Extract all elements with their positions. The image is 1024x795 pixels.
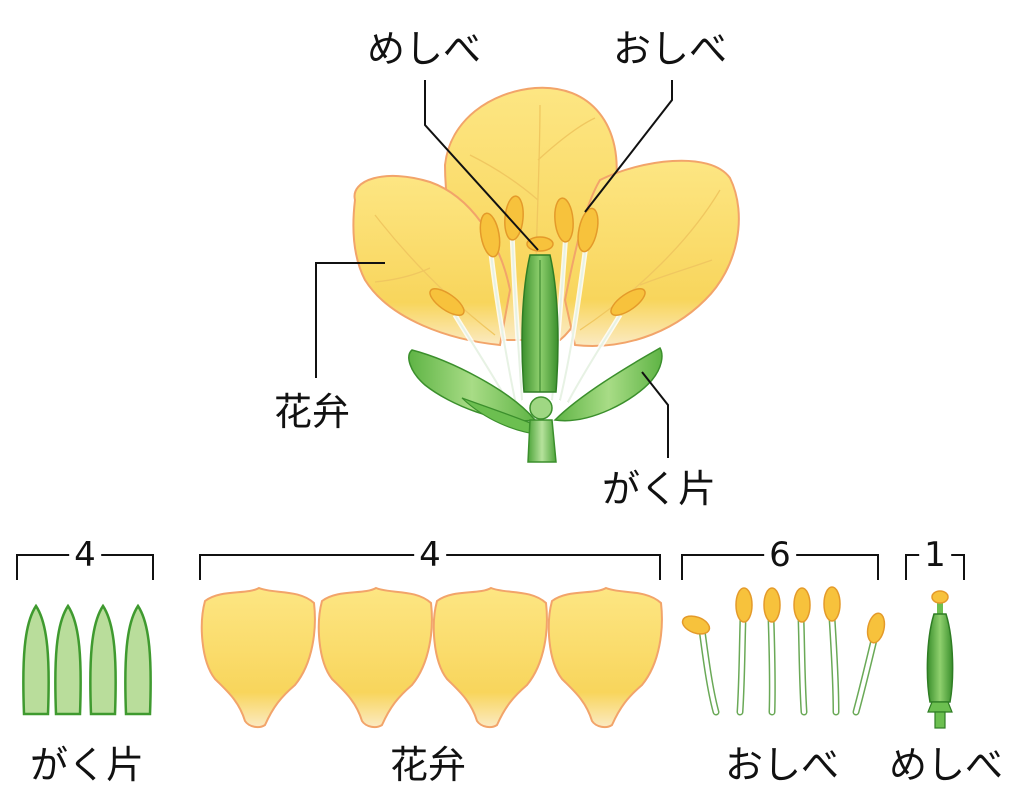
left-petal <box>352 174 512 347</box>
count-brackets <box>16 554 965 580</box>
sepal-leader <box>641 371 669 458</box>
right-petal <box>563 159 740 347</box>
flower-illustration <box>352 86 740 463</box>
separated-pistil <box>926 590 954 729</box>
stem <box>527 419 557 463</box>
right-sepal <box>553 346 663 422</box>
caption-sepals: がく片 <box>30 743 145 787</box>
petal-leader <box>315 262 385 378</box>
caption-stamens: おしべ <box>725 743 840 787</box>
label-stamen: おしべ <box>613 27 728 71</box>
caption-pistil: めしべ <box>889 743 1004 787</box>
count-sepals: 4 <box>69 538 101 572</box>
petal-veins <box>374 104 721 336</box>
count-petals: 4 <box>414 538 446 572</box>
count-stamens: 6 <box>764 538 796 572</box>
stamen-leader <box>584 80 673 213</box>
label-petal: 花弁 <box>274 390 351 434</box>
anthers <box>429 195 646 316</box>
label-sepal: がく片 <box>602 467 717 511</box>
separated-stamens <box>681 586 886 716</box>
receptacle <box>529 396 553 420</box>
separated-sepals <box>22 604 152 716</box>
label-pistil: めしべ <box>367 27 482 71</box>
separated-petals <box>200 587 663 729</box>
stigma <box>526 236 554 252</box>
caption-petals: 花弁 <box>390 743 467 787</box>
left-sepal <box>408 349 537 422</box>
count-pistil: 1 <box>919 538 951 572</box>
leader-lines <box>315 80 673 458</box>
pistil-leader <box>424 80 539 251</box>
